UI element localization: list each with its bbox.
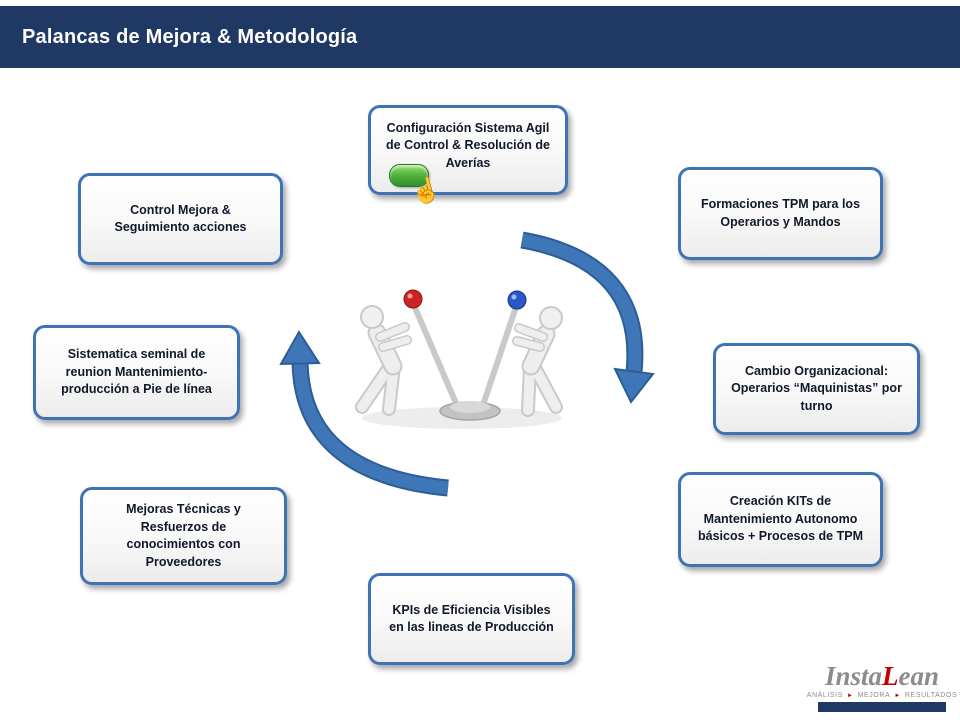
blue-ball-icon xyxy=(507,290,527,310)
callout-text: Control Mejora & Seguimiento acciones xyxy=(114,202,247,235)
instalean-logo: InstaLean ANÁLISIS ► MEJORA ► RESULTADOS xyxy=(807,663,957,712)
hand-cursor-icon: ☝ xyxy=(408,174,444,209)
cycle-arrow-right xyxy=(520,231,655,404)
logo-navy-bar xyxy=(818,702,946,712)
arrow-separator-icon: ► xyxy=(894,692,901,699)
green-button-icon[interactable] xyxy=(389,164,429,187)
mop-poles xyxy=(410,301,520,410)
logo-accent-letter: L xyxy=(882,661,899,691)
logo-wordmark: InstaLean xyxy=(818,663,946,690)
callout-mejoras-tecnicas: Mejoras Técnicas y Resfuerzos de conocim… xyxy=(80,487,287,585)
callout-sistematica-semanal: Sistematica seminal de reunion Mantenimi… xyxy=(33,325,240,420)
callout-text: Configuración Sistema Agil de Control & … xyxy=(386,120,550,170)
logo-prefix: Insta xyxy=(824,661,883,691)
callout-cambio-organizacional: Cambio Organizacional: Operarios “Maquin… xyxy=(713,343,920,435)
callout-text: Cambio Organizacional: Operarios “Maquin… xyxy=(731,363,902,413)
callout-text: Sistematica seminal de reunion Mantenimi… xyxy=(61,347,212,397)
figure-left-icon xyxy=(355,305,412,416)
figure-right-icon xyxy=(512,306,563,417)
logo-tagline: ANÁLISIS ► MEJORA ► RESULTADOS xyxy=(807,692,957,699)
logo-suffix: ean xyxy=(898,661,940,691)
red-ball-icon xyxy=(403,289,423,309)
callout-text: Creación KITs de Mantenimiento Autonomo … xyxy=(698,494,863,544)
arrow-separator-icon: ► xyxy=(847,692,854,699)
callout-text: Formaciones TPM para los Operarios y Man… xyxy=(700,197,861,229)
mop-base-icon xyxy=(439,401,501,421)
callout-creacion-kits: Creación KITs de Mantenimiento Autonomo … xyxy=(678,472,883,567)
tagline-mejora: MEJORA xyxy=(857,692,891,699)
tagline-resultados: RESULTADOS xyxy=(904,692,958,699)
callout-kpis-eficiencia: KPIs de Eficiencia Visibles en las linea… xyxy=(368,573,575,665)
cycle-arrow-left xyxy=(279,330,449,497)
slide-header: Palancas de Mejora & Metodología xyxy=(0,6,960,68)
callout-formaciones-tpm: Formaciones TPM para los Operarios y Man… xyxy=(678,167,883,260)
callout-text: Mejoras Técnicas y Resfuerzos de conocim… xyxy=(126,502,241,569)
ground-shadow xyxy=(362,407,562,429)
callout-config-sistema-agil: Configuración Sistema Agil de Control & … xyxy=(368,105,568,208)
callout-control-mejora: Control Mejora & Seguimiento acciones xyxy=(78,173,283,265)
callout-text: KPIs de Eficiencia Visibles en las linea… xyxy=(389,602,554,635)
slide-title: Palancas de Mejora & Metodología xyxy=(22,25,358,48)
tagline-analisis: ANÁLISIS xyxy=(806,692,844,699)
